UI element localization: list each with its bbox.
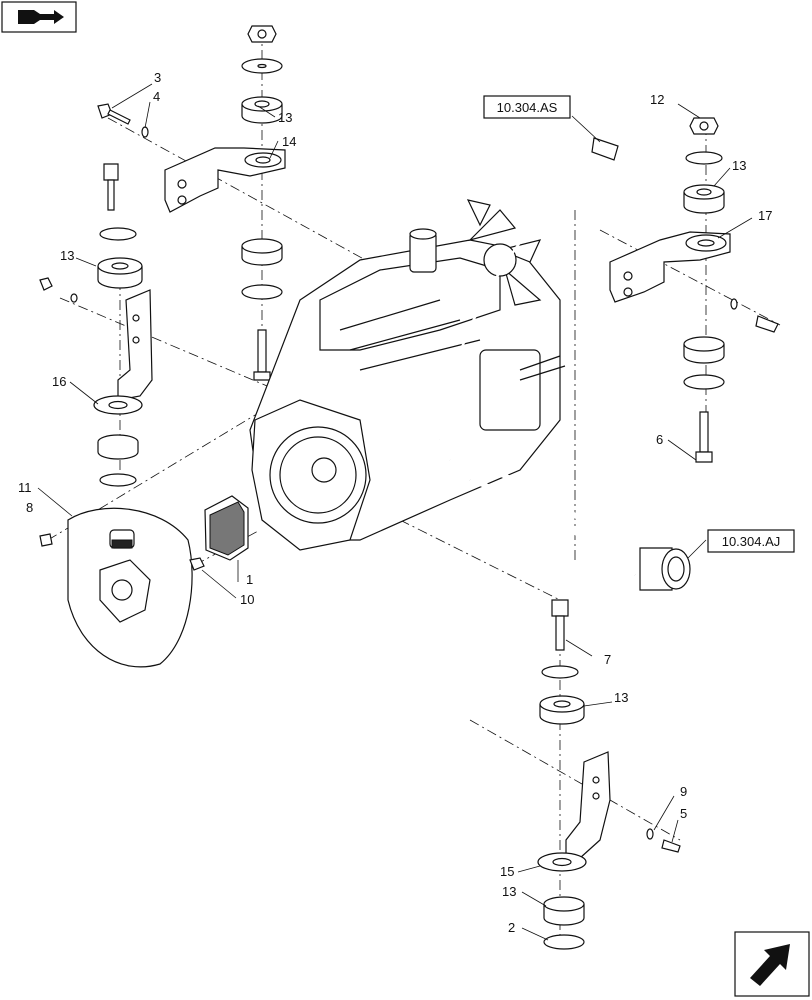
reference-10304AJ[interactable]: 10.304.AJ	[707, 529, 795, 553]
next-page-arrow-icon[interactable]	[734, 931, 810, 997]
engine-block	[249, 137, 691, 591]
callout-13-lower: 13	[614, 690, 628, 705]
right-upper-bracket-assembly	[609, 117, 779, 463]
callout-2: 2	[508, 920, 515, 935]
left-bracket-assembly	[39, 163, 153, 487]
callout-4: 4	[153, 89, 160, 104]
callout-15: 15	[500, 864, 514, 879]
callout-5: 5	[680, 806, 687, 821]
callout-17: 17	[758, 208, 772, 223]
callout-11: 11	[18, 480, 32, 495]
svg-text:10.304.AS: 10.304.AS	[497, 100, 558, 115]
callout-labels: 3 4 13 14 13 16 12 13 17 6 11 8 1 10 7 1…	[18, 70, 772, 935]
lower-bracket-assembly	[537, 599, 681, 950]
callout-9: 9	[680, 784, 687, 799]
callout-6: 6	[656, 432, 663, 447]
callout-13-upper-left: 13	[278, 110, 292, 125]
callout-10: 10	[240, 592, 254, 607]
upper-left-bracket-assembly	[97, 25, 286, 381]
flex-plate-assembly	[39, 495, 249, 668]
book-arrow-icon[interactable]	[1, 1, 77, 33]
reference-10304AS[interactable]: 10.304.AS	[483, 95, 571, 119]
callout-13-left: 13	[60, 248, 74, 263]
callout-13-bottom: 13	[502, 884, 516, 899]
callout-leaders	[37, 83, 753, 941]
svg-text:10.304.AJ: 10.304.AJ	[722, 534, 781, 549]
callout-12: 12	[650, 92, 664, 107]
callout-3: 3	[154, 70, 161, 85]
callout-8: 8	[26, 500, 33, 515]
callout-1: 1	[246, 572, 253, 587]
callout-13-right: 13	[732, 158, 746, 173]
callout-16: 16	[52, 374, 66, 389]
callout-14: 14	[282, 134, 296, 149]
callout-7: 7	[604, 652, 611, 667]
